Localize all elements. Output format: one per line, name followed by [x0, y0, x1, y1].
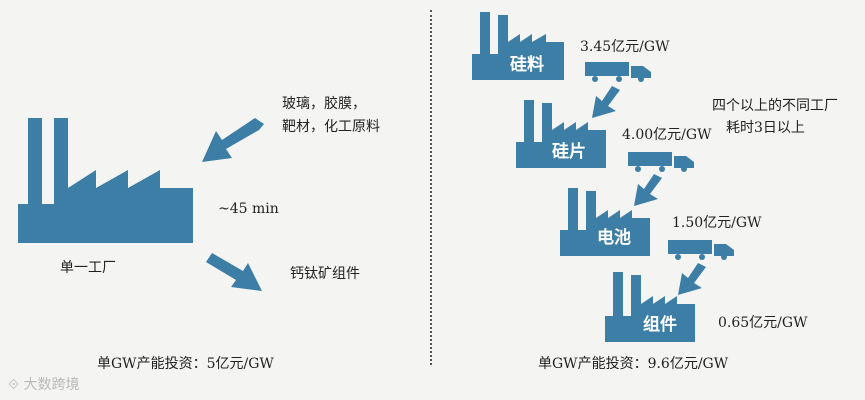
single-factory-label: 单一工厂 — [60, 260, 116, 276]
down-arrow-icon — [678, 263, 706, 295]
step-3-label: 电池 — [597, 228, 631, 248]
truck-icon — [585, 62, 651, 82]
input-arrow-icon — [202, 118, 264, 162]
truck-icon — [628, 152, 694, 172]
note-line-2: 耗时3日以上 — [726, 120, 805, 136]
down-arrow-icon — [592, 86, 620, 118]
transport-cost-4: 0.65亿元/GW — [718, 315, 808, 331]
transport-cost-2: 4.00亿元/GW — [622, 127, 712, 143]
watermark: ⟐ 大数跨境 — [8, 374, 80, 394]
factory-silicon-material-icon — [472, 12, 564, 80]
process-time: ~45 min — [218, 201, 279, 217]
truck-icon — [668, 240, 734, 260]
output-product: 钙钛矿组件 — [290, 266, 360, 282]
step-1-label: 硅料 — [510, 55, 544, 75]
output-arrow-icon — [206, 253, 262, 291]
inputs-line-2: 靶材，化工原料 — [282, 119, 380, 135]
transport-cost-3: 1.50亿元/GW — [672, 215, 762, 231]
factory-module-icon — [605, 272, 695, 342]
right-investment: 单GW产能投资：9.6亿元/GW — [538, 356, 729, 372]
inputs-line-1: 玻璃，胶膜， — [282, 96, 366, 112]
note-line-1: 四个以上的不同工厂 — [712, 98, 838, 114]
panel-divider — [430, 10, 432, 365]
down-arrow-icon — [634, 174, 662, 206]
watermark-logo-icon: ⟐ — [8, 377, 20, 393]
step-2-label: 硅片 — [552, 142, 586, 162]
factory-cell-icon — [560, 188, 650, 256]
factory-silicon-wafer-icon — [516, 100, 606, 168]
transport-cost-1: 3.45亿元/GW — [580, 39, 670, 55]
single-factory-icon — [18, 118, 193, 243]
watermark-text: 大数跨境 — [23, 377, 80, 393]
left-investment: 单GW产能投资：5亿元/GW — [97, 356, 274, 372]
step-4-label: 组件 — [643, 315, 677, 335]
